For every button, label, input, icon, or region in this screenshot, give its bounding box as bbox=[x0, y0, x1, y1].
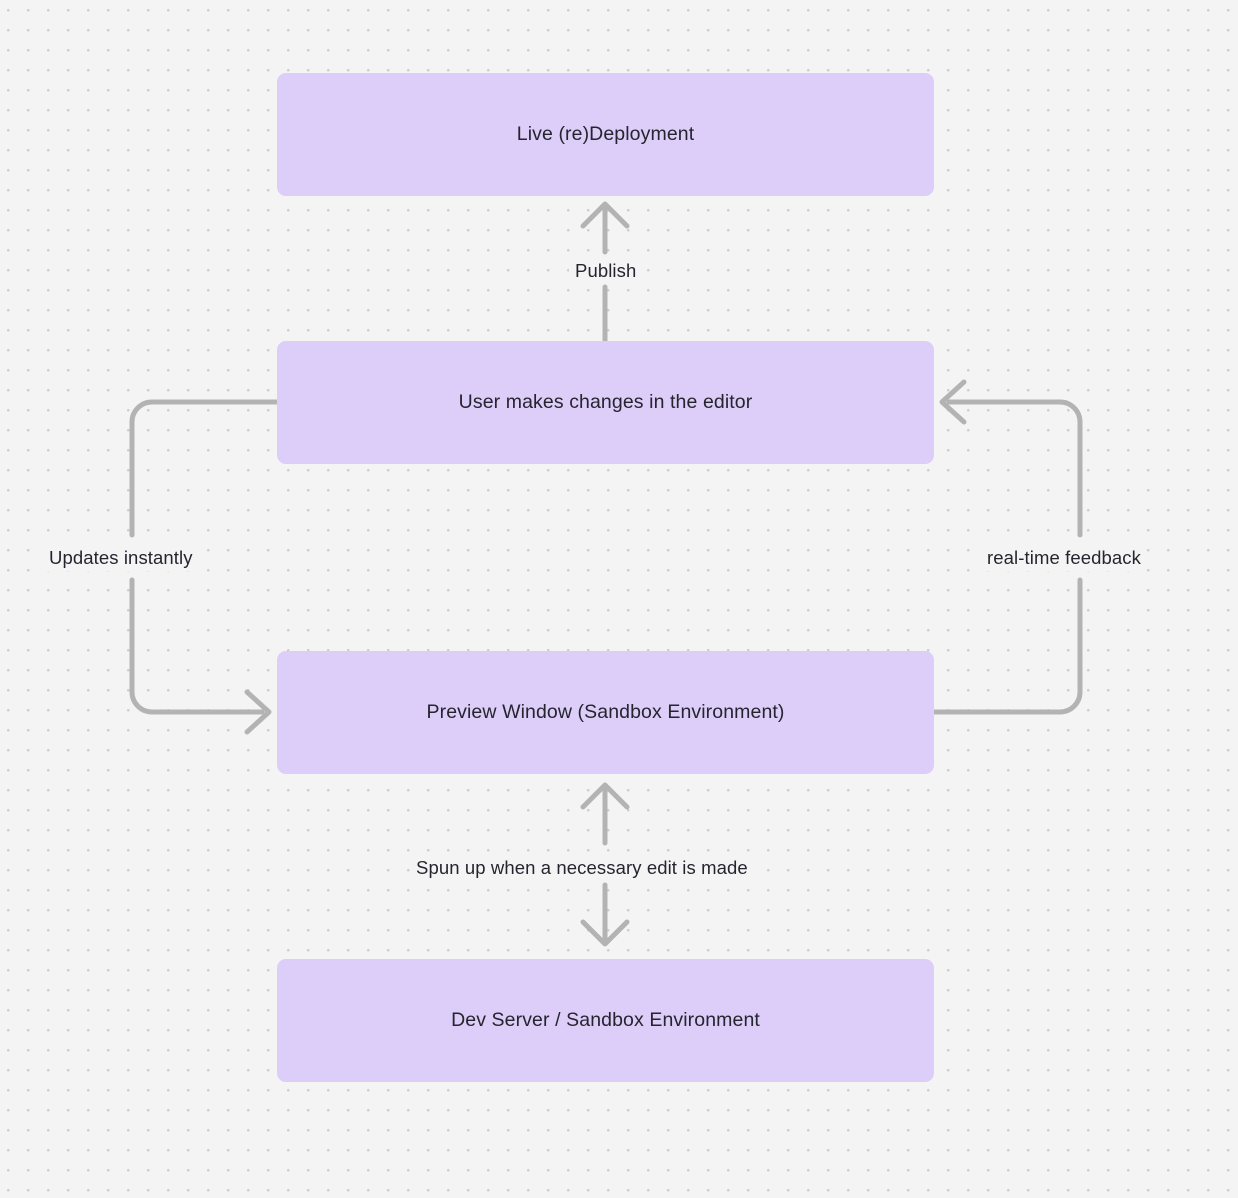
node-live-deployment[interactable]: Live (re)Deployment bbox=[277, 73, 934, 196]
node-preview-window[interactable]: Preview Window (Sandbox Environment) bbox=[277, 651, 934, 774]
node-label: User makes changes in the editor bbox=[458, 391, 753, 414]
node-dev-server[interactable]: Dev Server / Sandbox Environment bbox=[277, 959, 934, 1082]
edge-label-updates-instantly: Updates instantly bbox=[43, 545, 199, 572]
node-label: Live (re)Deployment bbox=[516, 123, 695, 146]
edge-label-spun-up: Spun up when a necessary edit is made bbox=[410, 855, 754, 882]
edge-label-publish: Publish bbox=[569, 258, 643, 285]
node-user-makes-changes-in-the-editor[interactable]: User makes changes in the editor bbox=[277, 341, 934, 464]
node-label: Preview Window (Sandbox Environment) bbox=[426, 701, 785, 724]
edge-label-real-time-feedback: real-time feedback bbox=[981, 545, 1147, 572]
node-label: Dev Server / Sandbox Environment bbox=[451, 1009, 760, 1032]
